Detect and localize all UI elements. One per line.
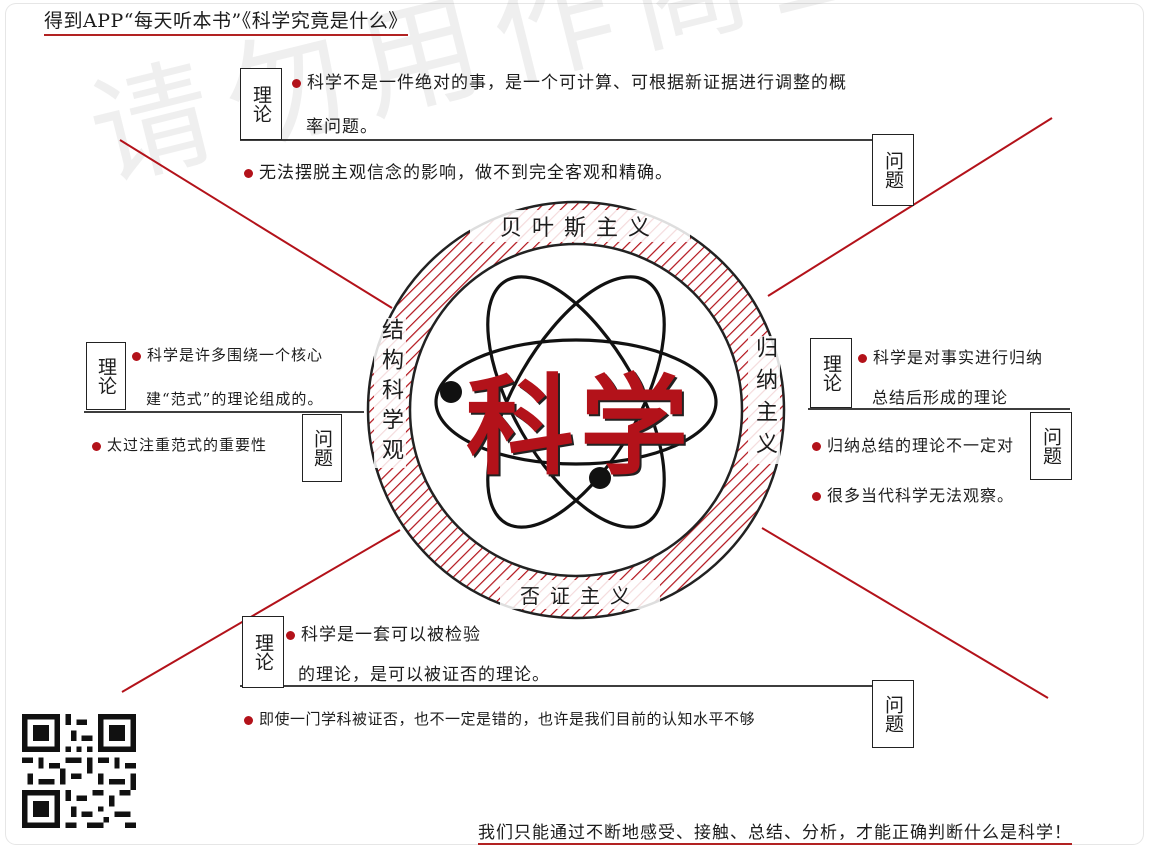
bullet-dot — [812, 442, 821, 451]
bullet-dot — [244, 715, 253, 725]
right-problem-text-2: 很多当代科学无法观察。 — [812, 482, 1014, 506]
orbit-tilt-left — [486, 275, 666, 529]
diagonal-top-left — [119, 139, 393, 309]
bottom-theory-text-2: 的理论，是可以被证否的理论。 — [298, 665, 550, 685]
top-theory-text-1: 科学不是一件绝对的事，是一个可计算、可根据新证据进行调整的概 — [292, 68, 847, 93]
electron-left — [440, 381, 462, 403]
diagonal-bottom-right — [761, 527, 1049, 699]
top-problem-line: 无法摆脱主观信念的影响，做不到完全客观和精确。 — [259, 163, 673, 183]
bottom-problem-text: 即使一门学科被证否，也不一定是错的，也许是我们目前的认知水平不够 — [244, 708, 755, 729]
center-main-word: 科学 — [466, 364, 695, 490]
bullet-dot — [812, 492, 821, 501]
bottom-problem-line: 即使一门学科被证否，也不一定是错的，也许是我们目前的认知水平不够 — [259, 710, 756, 728]
ring-label-right: 归纳主义 — [748, 336, 780, 464]
diagonal-bottom-left — [121, 529, 401, 693]
ring-label-left: 结构科学观 — [374, 318, 406, 468]
right-theory-text-1: 科学是对事实进行归纳 — [858, 344, 1043, 368]
ring-label-top: 贝叶斯主义 — [470, 210, 690, 242]
qr-code-icon — [22, 714, 136, 828]
bullet-dot — [286, 631, 295, 640]
left-theory-tag: 理论 — [86, 342, 126, 410]
source-title: 得到APP“每天听本书”《科学究竟是什么》 — [44, 6, 408, 36]
top-theory-line1: 科学不是一件绝对的事，是一个可计算、可根据新证据进行调整的概 — [307, 73, 847, 93]
right-theory-tag: 理论 — [810, 338, 852, 408]
left-problem-text: 太过注重范式的重要性 — [92, 434, 267, 455]
top-problem-tag: 问题 — [872, 134, 914, 206]
bullet-dot — [244, 169, 253, 178]
bullet-dot — [92, 441, 101, 451]
bottom-theory-line1: 科学是一套可以被检验 — [301, 625, 481, 645]
bottom-theory-text-1: 科学是一套可以被检验 — [286, 620, 481, 645]
right-problem-line1: 归纳总结的理论不一定对 — [827, 436, 1015, 455]
top-theory-tag: 理论 — [240, 68, 282, 140]
orbit-tilt-right — [486, 275, 666, 529]
top-problem-text: 无法摆脱主观信念的影响，做不到完全客观和精确。 — [244, 158, 673, 183]
left-theory-text-1: 科学是许多围绕一个核心 — [132, 344, 323, 365]
left-problem-line: 太过注重范式的重要性 — [107, 436, 268, 454]
conclusion-text: 我们只能通过不断地感受、接触、总结、分析，才能正确判断什么是科学！ — [478, 818, 1072, 845]
right-problem-tag: 问题 — [1030, 412, 1072, 480]
left-theory-text-2: 建“范式”的理论组成的。 — [146, 390, 324, 408]
right-problem-line2: 很多当代科学无法观察。 — [827, 486, 1015, 505]
electron-right — [589, 467, 611, 489]
orbit-horizontal — [434, 338, 718, 466]
inner-ring-edge — [408, 242, 744, 578]
ring-label-bottom: 否证主义 — [500, 580, 660, 609]
left-theory-line1: 科学是许多围绕一个核心 — [147, 346, 324, 364]
bottom-problem-tag: 问题 — [872, 680, 914, 748]
bottom-theory-tag: 理论 — [242, 616, 284, 688]
top-theory-text-2: 率问题。 — [306, 117, 378, 137]
right-theory-line1: 科学是对事实进行归纳 — [873, 348, 1044, 367]
left-problem-tag: 问题 — [302, 414, 342, 482]
bullet-dot — [132, 351, 141, 361]
diagonal-top-right — [767, 117, 1053, 297]
bullet-dot — [292, 79, 301, 88]
right-problem-text-1: 归纳总结的理论不一定对 — [812, 432, 1014, 456]
right-theory-text-2: 总结后形成的理论 — [872, 388, 1009, 407]
bullet-dot — [858, 354, 867, 363]
